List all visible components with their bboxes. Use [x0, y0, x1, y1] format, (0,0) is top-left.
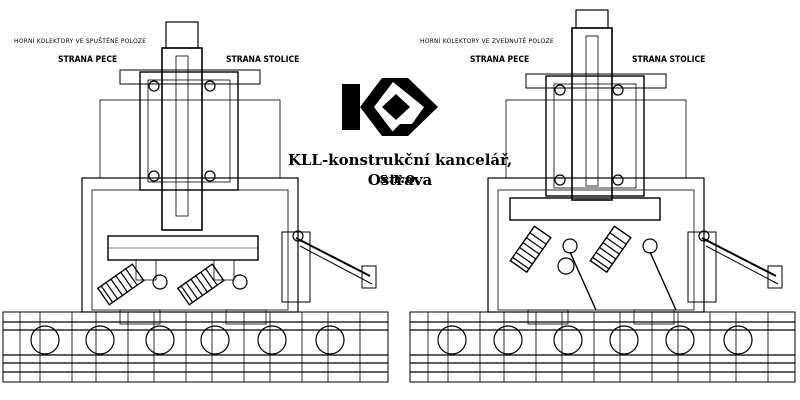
- panel-title-raised: HORNÍ KOLEKTORY VE ZVEDNUTÉ POLOZE: [420, 38, 554, 45]
- panel-title-lowered: HORNÍ KOLEKTORY VE SPUŠTĚNÉ POLOZE: [14, 38, 147, 45]
- panel-lowered: HORNÍ KOLEKTORY VE SPUŠTĚNÉ POLOZE STRAN…: [2, 21, 389, 383]
- side-label-stolice-right: STRANA STOLICE: [632, 55, 706, 65]
- panel-raised: HORNÍ KOLEKTORY VE ZVEDNUTÉ POLOZE STRAN…: [400, 0, 800, 400]
- machine-drawing-raised: [409, 9, 796, 383]
- side-label-pece-right: STRANA PECE: [470, 55, 530, 65]
- kll-logo-icon: [342, 78, 438, 136]
- side-label-pece-left: STRANA PECE: [58, 55, 118, 65]
- side-label-stolice-left: STRANA STOLICE: [226, 55, 300, 65]
- company-city: Ostrava: [367, 171, 433, 189]
- machine-drawing-lowered: [2, 21, 389, 383]
- company-name: KLL-konstrukční kancelář, s.r.o.: [287, 151, 513, 187]
